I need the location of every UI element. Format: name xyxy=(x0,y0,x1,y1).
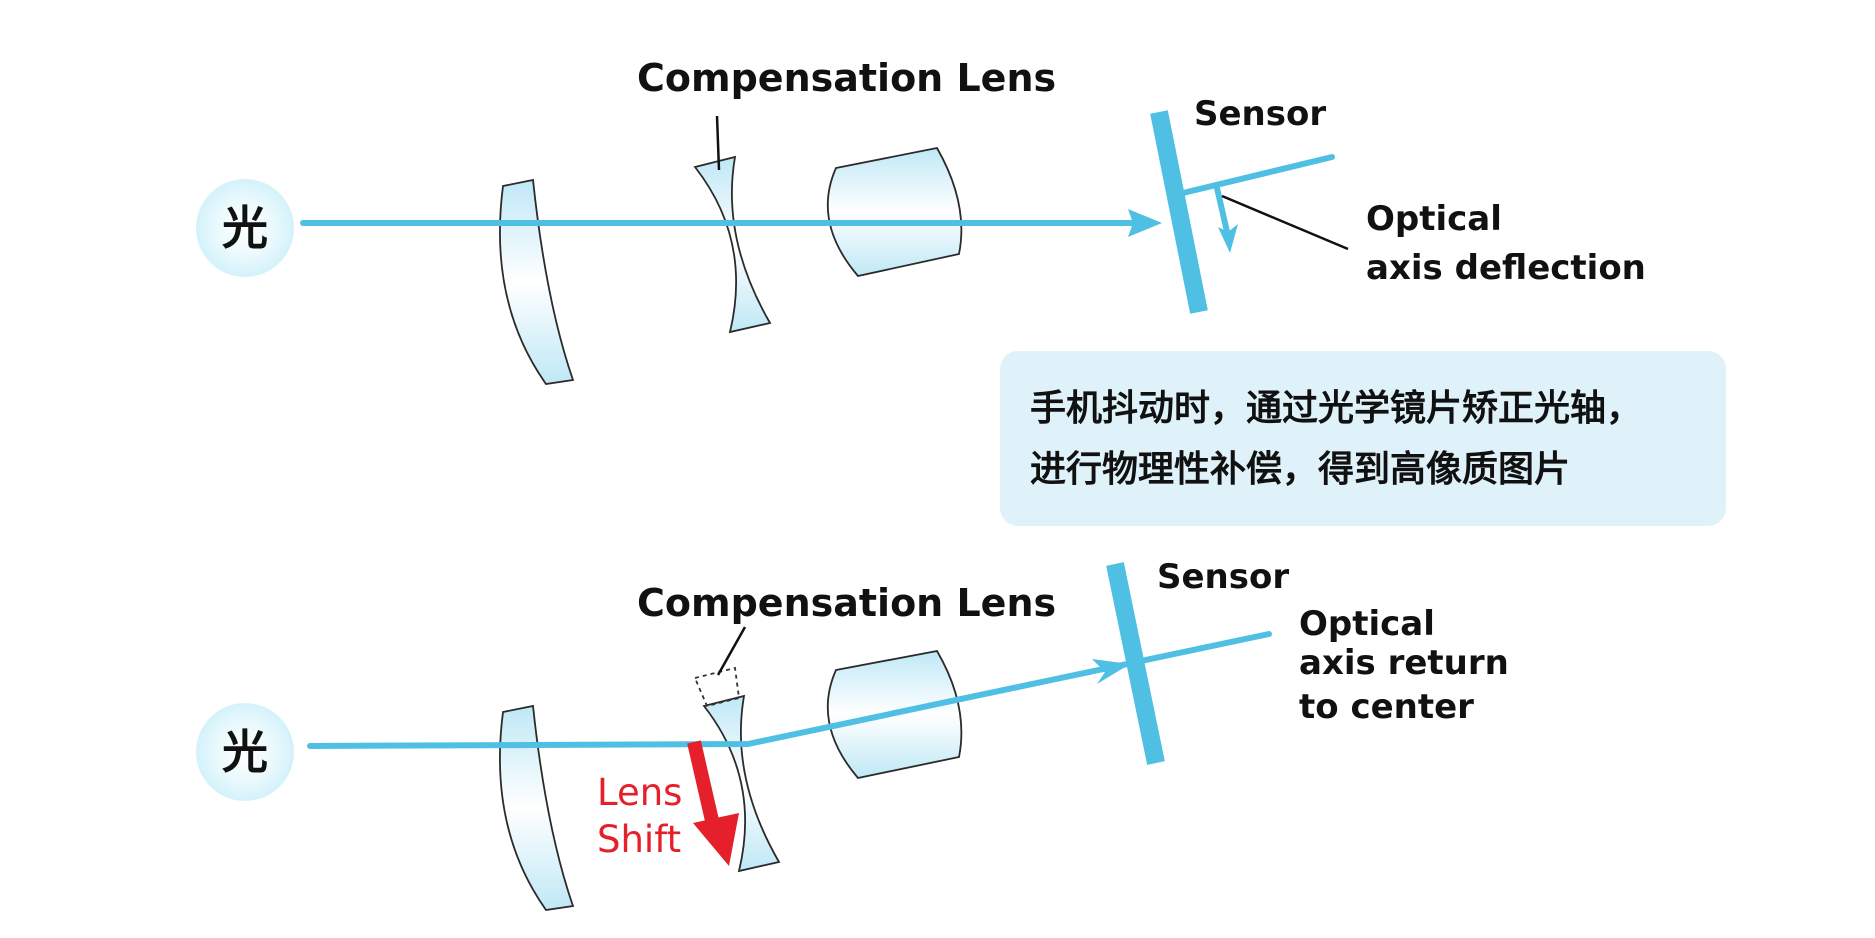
top-compensation-leader xyxy=(715,115,721,171)
bottom-compensation-lens xyxy=(702,694,781,873)
bottom-compensation-lens-ghost xyxy=(693,666,740,708)
bottom-light-beam xyxy=(307,631,1272,749)
lens-shift-label-line2: Shift xyxy=(597,818,681,861)
bottom-beam-arrowhead xyxy=(1092,659,1130,684)
bottom-compensation-leader xyxy=(716,626,747,676)
bottom-sensor xyxy=(1106,562,1165,765)
note-line-1: 手机抖动时，通过光学镜片矫正光轴， xyxy=(1030,387,1642,429)
note-box: 手机抖动时，通过光学镜片矫正光轴， 进行物理性补偿，得到高像质图片 xyxy=(1000,351,1726,526)
top-deflection-arrow xyxy=(1214,185,1231,239)
note-line-2: 进行物理性补偿，得到高像质图片 xyxy=(1030,449,1570,490)
top-sensor-label: Sensor xyxy=(1194,94,1326,134)
bottom-panel: 光 Compensation Lens Sensor Optical axis … xyxy=(196,557,1509,911)
bottom-lens-1 xyxy=(499,704,575,911)
bottom-return-label-line2: axis return xyxy=(1299,643,1509,683)
top-compensation-label: Compensation Lens xyxy=(637,56,1056,100)
top-lens-3 xyxy=(826,146,963,277)
bottom-light-source-icon xyxy=(196,703,294,801)
lens-shift-arrowhead xyxy=(693,813,739,866)
top-deflection-label-line1: Optical xyxy=(1366,199,1502,239)
top-compensation-lens xyxy=(693,155,772,334)
note-background xyxy=(1000,351,1726,526)
bottom-compensation-label: Compensation Lens xyxy=(637,581,1056,625)
top-deflected-beam xyxy=(1180,154,1335,196)
lens-shift-label-line1: Lens xyxy=(597,771,682,814)
bottom-return-label-line1: Optical xyxy=(1299,604,1435,644)
top-deflection-arrowhead xyxy=(1218,224,1238,253)
top-panel: 光 Compensation Lens Sensor Optical axis … xyxy=(196,56,1646,385)
top-light-source-icon xyxy=(196,179,294,277)
bottom-light-glyph: 光 xyxy=(222,725,268,779)
top-deflection-leader xyxy=(1221,194,1349,251)
top-beam-arrowhead xyxy=(1128,209,1162,237)
bottom-return-label-line3: to center xyxy=(1299,687,1474,727)
top-sensor xyxy=(1150,110,1208,314)
bottom-sensor-label: Sensor xyxy=(1157,557,1289,597)
top-deflection-label-line2: axis deflection xyxy=(1366,248,1646,288)
top-light-glyph: 光 xyxy=(222,201,268,255)
top-lens-1 xyxy=(499,178,575,385)
